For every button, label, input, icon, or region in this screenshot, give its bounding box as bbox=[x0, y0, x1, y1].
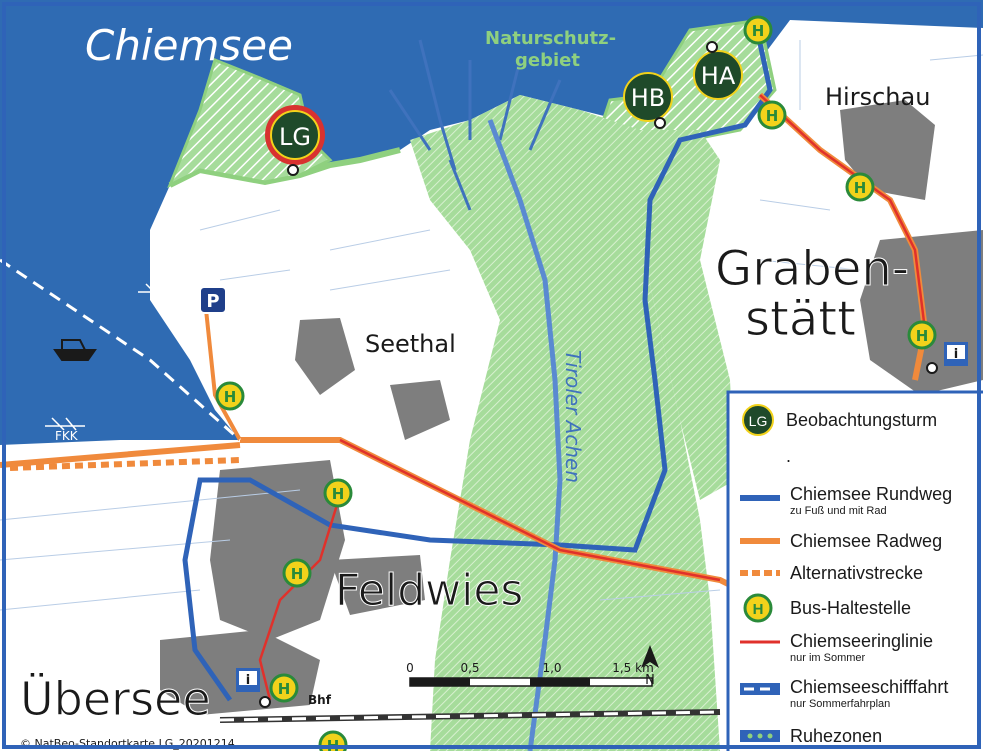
marker-hb-label: HB bbox=[631, 84, 666, 112]
route-ringlinie bbox=[258, 94, 927, 701]
scale-tick-1: 0,5 bbox=[460, 661, 479, 675]
marker-lg[interactable]: LG bbox=[265, 105, 325, 176]
bus-stop[interactable]: H bbox=[323, 478, 353, 508]
bus-stop[interactable]: H bbox=[215, 381, 245, 411]
place-feldwies: Feldwies bbox=[335, 565, 523, 616]
marker-ha-label: HA bbox=[701, 62, 736, 90]
legend-label: Ruhezonen bbox=[790, 726, 882, 746]
bus-stop[interactable]: H bbox=[845, 172, 875, 202]
legend-label: Chiemsee Rundweg bbox=[790, 484, 952, 504]
bus-stop-label: H bbox=[752, 22, 765, 40]
legend-item-tower: LG Beobachtungsturm bbox=[742, 404, 937, 436]
railway-dash bbox=[219, 710, 721, 722]
bus-stop[interactable]: H bbox=[282, 558, 312, 588]
marker-hb[interactable]: HB bbox=[623, 72, 673, 129]
legend-item-rundweg: Chiemsee Rundweg zu Fuß und mit Rad bbox=[740, 484, 952, 517]
north-arrow: N bbox=[641, 645, 659, 688]
info-label: i bbox=[246, 673, 250, 688]
reserve-label-2: gebiet bbox=[515, 50, 580, 71]
place-grabenstaett-1: Graben- bbox=[715, 241, 909, 297]
legend-label: Chiemseeringlinie bbox=[790, 631, 933, 651]
place-hirschau: Hirschau bbox=[825, 83, 930, 111]
bus-stop[interactable]: H bbox=[757, 100, 787, 130]
legend-label: Chiemsee Radweg bbox=[790, 531, 942, 551]
scale-tick-2: 1,0 bbox=[542, 661, 561, 675]
bus-stop-label: H bbox=[766, 107, 779, 125]
ship-icon bbox=[53, 339, 97, 361]
bus-stop[interactable]: H bbox=[743, 15, 773, 45]
legend-item-alternativ: Alternativstrecke bbox=[740, 563, 923, 583]
settlement-seethal-1 bbox=[295, 318, 355, 395]
legend-item-radweg: Chiemsee Radweg bbox=[740, 531, 942, 551]
river-tiroler-achen bbox=[487, 119, 563, 751]
legend-label: Alternativstrecke bbox=[790, 563, 923, 583]
place-seethal: Seethal bbox=[365, 330, 456, 358]
route-rundweg-east bbox=[559, 19, 773, 553]
info-sign-grabenstaett[interactable]: i bbox=[926, 342, 968, 374]
bus-stop-label: H bbox=[278, 680, 291, 698]
parking-sign[interactable]: P bbox=[199, 286, 227, 314]
legend-item-rest: Ruhezonen bbox=[740, 726, 882, 746]
legend: LG Beobachtungsturm . Chiemsee Rundweg z… bbox=[726, 390, 983, 751]
settlement-feldwies bbox=[210, 460, 345, 640]
beach-icon-2 bbox=[45, 417, 85, 431]
beach-icon-1 bbox=[138, 283, 178, 297]
bus-stop[interactable]: H bbox=[269, 673, 299, 703]
route-ship bbox=[0, 258, 241, 442]
north-label: N bbox=[645, 673, 655, 688]
bus-stop-label: H bbox=[332, 485, 345, 503]
river-label: Tiroler Achen bbox=[561, 350, 585, 483]
bus-stop[interactable]: H bbox=[907, 320, 937, 350]
place-uebersee: Übersee bbox=[20, 672, 211, 726]
marker-ha[interactable]: HA bbox=[693, 41, 743, 100]
legend-sublabel: zu Fuß und mit Rad bbox=[790, 505, 887, 517]
route-rundweg-west bbox=[182, 477, 561, 702]
legend-tower-symbol-label: LG bbox=[749, 413, 768, 429]
bus-stop-label: H bbox=[224, 388, 237, 406]
legend-item-ship: Chiemseeschifffahrt nur Sommerfahrplan bbox=[740, 677, 948, 710]
reserve-label-1: Naturschutz- bbox=[485, 28, 616, 49]
legend-item-bus: H Bus-Haltestelle bbox=[743, 593, 911, 623]
bus-stop-label: H bbox=[291, 565, 304, 583]
place-grabenstaett-2: stätt bbox=[745, 291, 856, 347]
lake-label: Chiemsee bbox=[85, 21, 293, 70]
marker-lg-label: LG bbox=[279, 123, 311, 151]
info-sign-uebersee[interactable]: i bbox=[236, 668, 271, 708]
legend-item-dot: . bbox=[786, 446, 791, 466]
bus-stops: H H H H H H H H H bbox=[215, 15, 937, 751]
field-lines bbox=[0, 40, 983, 611]
legend-label: . bbox=[786, 446, 791, 466]
legend-sublabel: nur im Sommer bbox=[790, 652, 866, 664]
route-radweg-west bbox=[203, 299, 242, 441]
legend-label: Beobachtungsturm bbox=[786, 410, 937, 430]
bhf-label: Bhf bbox=[308, 693, 332, 707]
parking-label: P bbox=[206, 291, 219, 312]
reserve-main bbox=[410, 95, 720, 751]
creek-branches bbox=[388, 39, 562, 211]
bus-stop-label: H bbox=[916, 327, 929, 345]
legend-bus-symbol-label: H bbox=[753, 601, 764, 618]
settlement-feldwies-east bbox=[330, 555, 425, 615]
fkk-label: FKK bbox=[55, 429, 79, 443]
settlement-seethal-2 bbox=[390, 380, 450, 440]
scale-tick-0: 0 bbox=[406, 661, 414, 675]
bus-stop-label: H bbox=[854, 179, 867, 197]
legend-label: Bus-Haltestelle bbox=[790, 598, 911, 618]
info-label: i bbox=[954, 347, 958, 362]
legend-sublabel: nur Sommerfahrplan bbox=[790, 698, 890, 710]
legend-label: Chiemseeschifffahrt bbox=[790, 677, 948, 697]
legend-item-ringlinie: Chiemseeringlinie nur im Sommer bbox=[740, 631, 933, 664]
